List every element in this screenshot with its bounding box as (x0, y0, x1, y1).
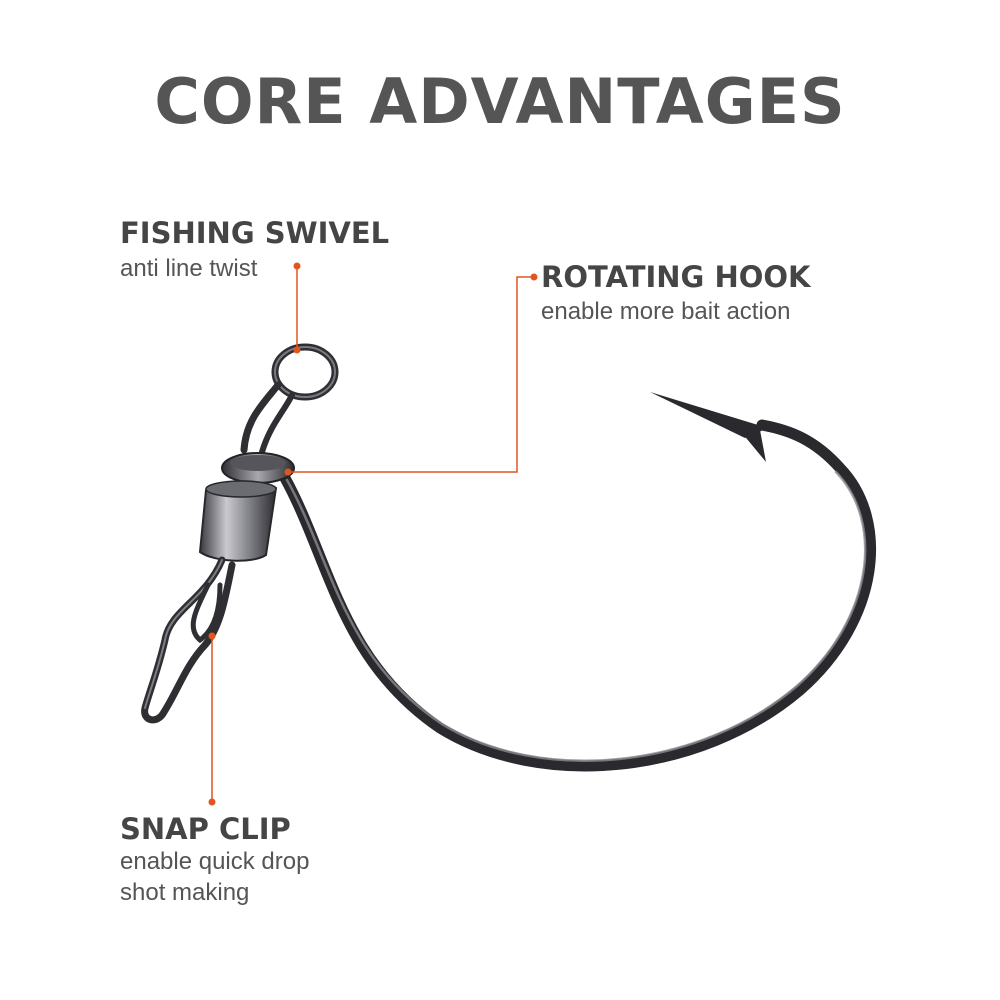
swivel-ring-icon (221, 452, 295, 484)
callout-line-swivel (293, 262, 301, 354)
swivel-barrel-icon (198, 480, 278, 562)
callout-line-snap (208, 632, 216, 806)
rotating-hook-title: ROTATING HOOK (541, 260, 811, 294)
rotating-hook-description: enable more bait action (541, 298, 791, 325)
snap-clip-description-line: shot making (120, 879, 250, 906)
callout-line-hook (284, 273, 538, 476)
fishing-swivel-description: anti line twist (120, 255, 258, 282)
snap-clip-description-line: enable quick drop (120, 848, 310, 875)
snap-clip-description: enable quick drop shot making (120, 846, 309, 908)
snap-clip-icon (141, 556, 236, 724)
page-title: CORE ADVANTAGES (154, 65, 846, 138)
snap-clip-title: SNAP CLIP (120, 812, 291, 846)
swivel-eye-icon (240, 343, 339, 455)
fishing-swivel-title: FISHING SWIVEL (120, 216, 390, 250)
hook-icon (279, 392, 877, 772)
